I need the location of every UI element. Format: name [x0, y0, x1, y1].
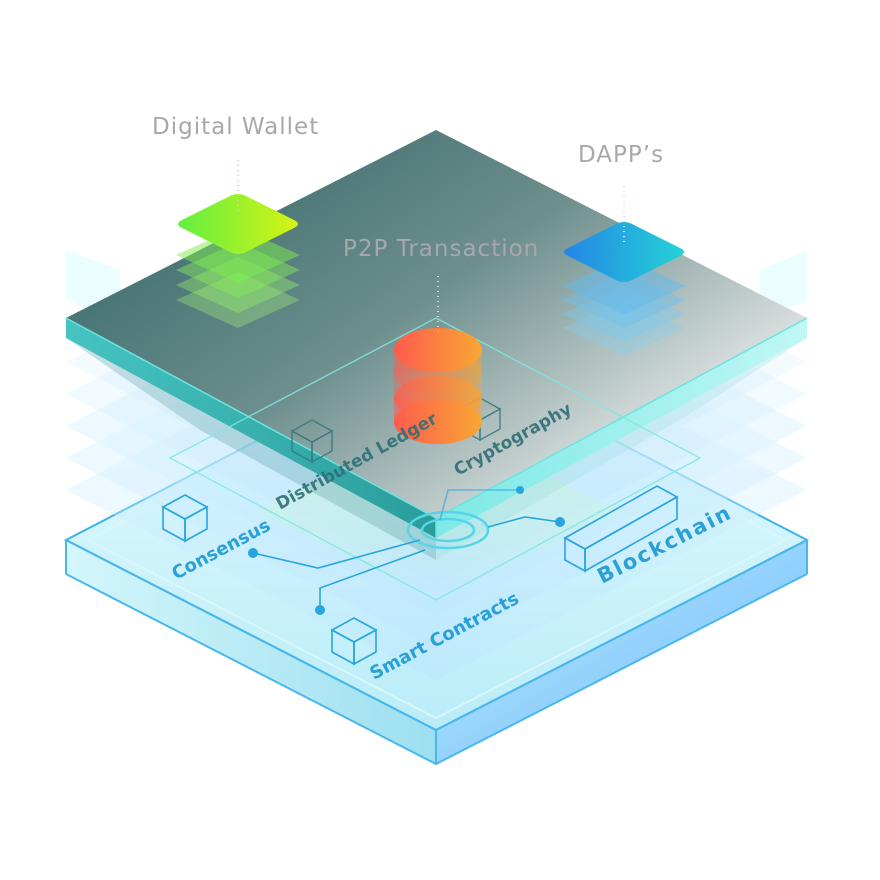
- slab-shadow: [66, 338, 807, 560]
- connector-cryptography: [439, 489, 520, 521]
- blockchain-bar-icon: [563, 485, 679, 573]
- p2p-coin-stack-icon: [394, 328, 482, 444]
- dapps-stack-icon: [562, 222, 686, 356]
- digital-wallet-stack-icon: [176, 194, 300, 328]
- smart-contracts-cube-icon: [330, 617, 378, 666]
- top-platform-right-edge: [436, 318, 807, 538]
- connection-network: [252, 489, 561, 610]
- hub-ring-outer: [406, 510, 490, 550]
- hub-ring-inner: [420, 517, 476, 543]
- node-dot: [315, 605, 325, 615]
- node-dot: [248, 548, 258, 558]
- node-dot: [555, 517, 565, 527]
- p2p-transaction-label: P2P Transaction: [343, 236, 540, 262]
- node-dot: [516, 486, 524, 494]
- connector-smart-contracts: [319, 549, 426, 610]
- top-platform-left-edge: [66, 318, 436, 538]
- distributed-ledger-cube-icon: [290, 419, 334, 464]
- digital-wallet-label: Digital Wallet: [152, 114, 320, 140]
- bottom-platform-left-edge: [66, 540, 436, 764]
- bottom-platform-right-edge: [436, 540, 807, 764]
- connector-consensus: [252, 539, 421, 569]
- consensus-cube-icon: [161, 494, 209, 543]
- dapps-label: DAPP’s: [578, 142, 665, 168]
- connector-blockchain: [487, 516, 561, 528]
